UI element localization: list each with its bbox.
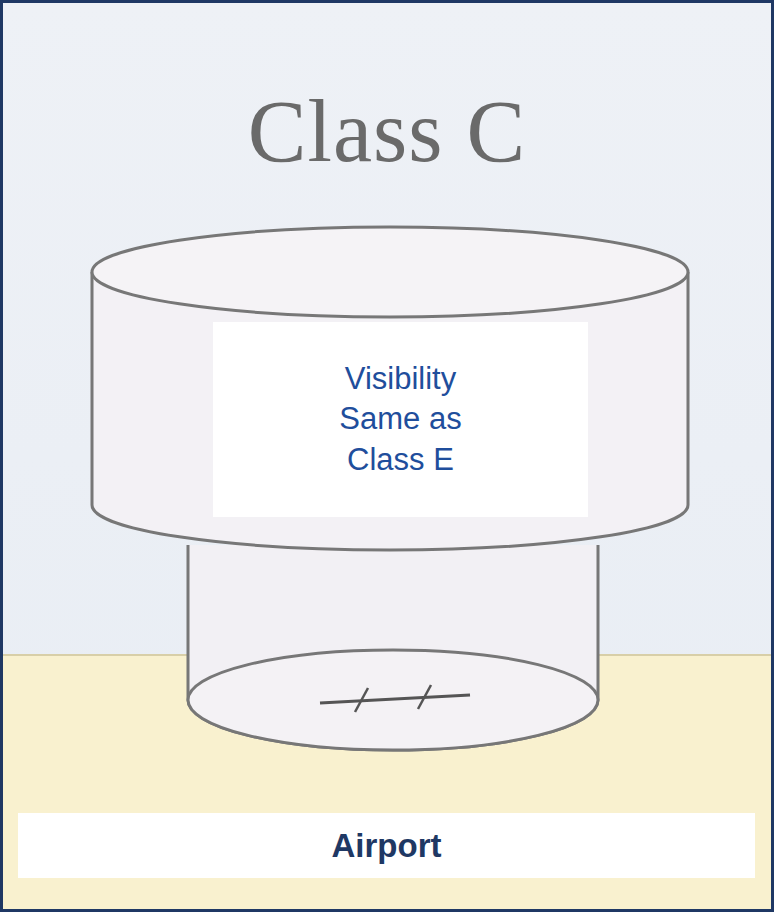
airspace-title: Class C bbox=[0, 88, 774, 176]
caption-box: Airport bbox=[18, 813, 755, 878]
node-text: Airport bbox=[332, 826, 442, 866]
info-box: Visibility Same as Class E bbox=[213, 322, 588, 517]
node-text: Visibility Same as Class E bbox=[316, 359, 486, 480]
